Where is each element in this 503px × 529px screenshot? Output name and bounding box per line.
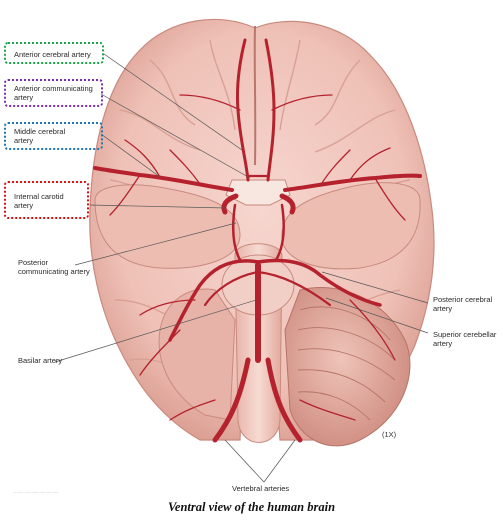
cerebellar-folia — [297, 306, 396, 421]
middle-cerebral-box — [4, 122, 103, 150]
arteries — [93, 38, 422, 443]
label-middle-cerebral: Middle cerebral artery — [14, 127, 66, 145]
longitudinal-fissure — [253, 25, 257, 166]
right-posterior-communicating — [274, 203, 286, 262]
cerebellum-right — [284, 286, 411, 447]
left-posterior-communicating — [231, 203, 242, 262]
anterior-cerebral-box — [4, 42, 104, 64]
label-vertebral: Vertebral arteries — [232, 484, 290, 493]
left-vertebral-artery — [212, 357, 251, 443]
left-superior-cerebellar — [203, 270, 260, 307]
label-posterior-cerebral: Posterior cerebral artery — [433, 295, 493, 313]
left-internal-carotid — [221, 193, 239, 215]
left-anterior-cerebral — [236, 38, 250, 182]
left-posterior-cerebral — [168, 259, 260, 342]
right-anterior-cerebral — [264, 38, 276, 182]
label-anterior-cerebral: Anterior cerebral artery — [14, 50, 91, 59]
copyright-credit-mark: ······································· — [14, 491, 60, 495]
optic-chiasm — [225, 179, 291, 206]
right-internal-carotid — [279, 193, 296, 215]
label-basilar: Basilar artery — [18, 356, 63, 365]
right-vertebral-artery — [265, 357, 303, 443]
right-posterior-cerebral — [256, 258, 382, 307]
leader-lines — [54, 53, 429, 483]
scale-note: (1X) — [382, 430, 397, 439]
figure-caption: Ventral view of the human brain — [167, 500, 336, 514]
label-posterior-communicating: Posterior communicating artery — [18, 258, 90, 276]
label-internal-carotid: Internal carotid artery — [14, 192, 64, 210]
anterior-communicating-box — [4, 79, 103, 107]
label-anterior-communicating: Anterior communicating artery — [14, 84, 93, 102]
right-superior-cerebellar — [256, 270, 332, 307]
label-superior-cerebellar: Superior cerebellar artery — [433, 330, 497, 348]
internal-carotid-box — [4, 181, 89, 219]
